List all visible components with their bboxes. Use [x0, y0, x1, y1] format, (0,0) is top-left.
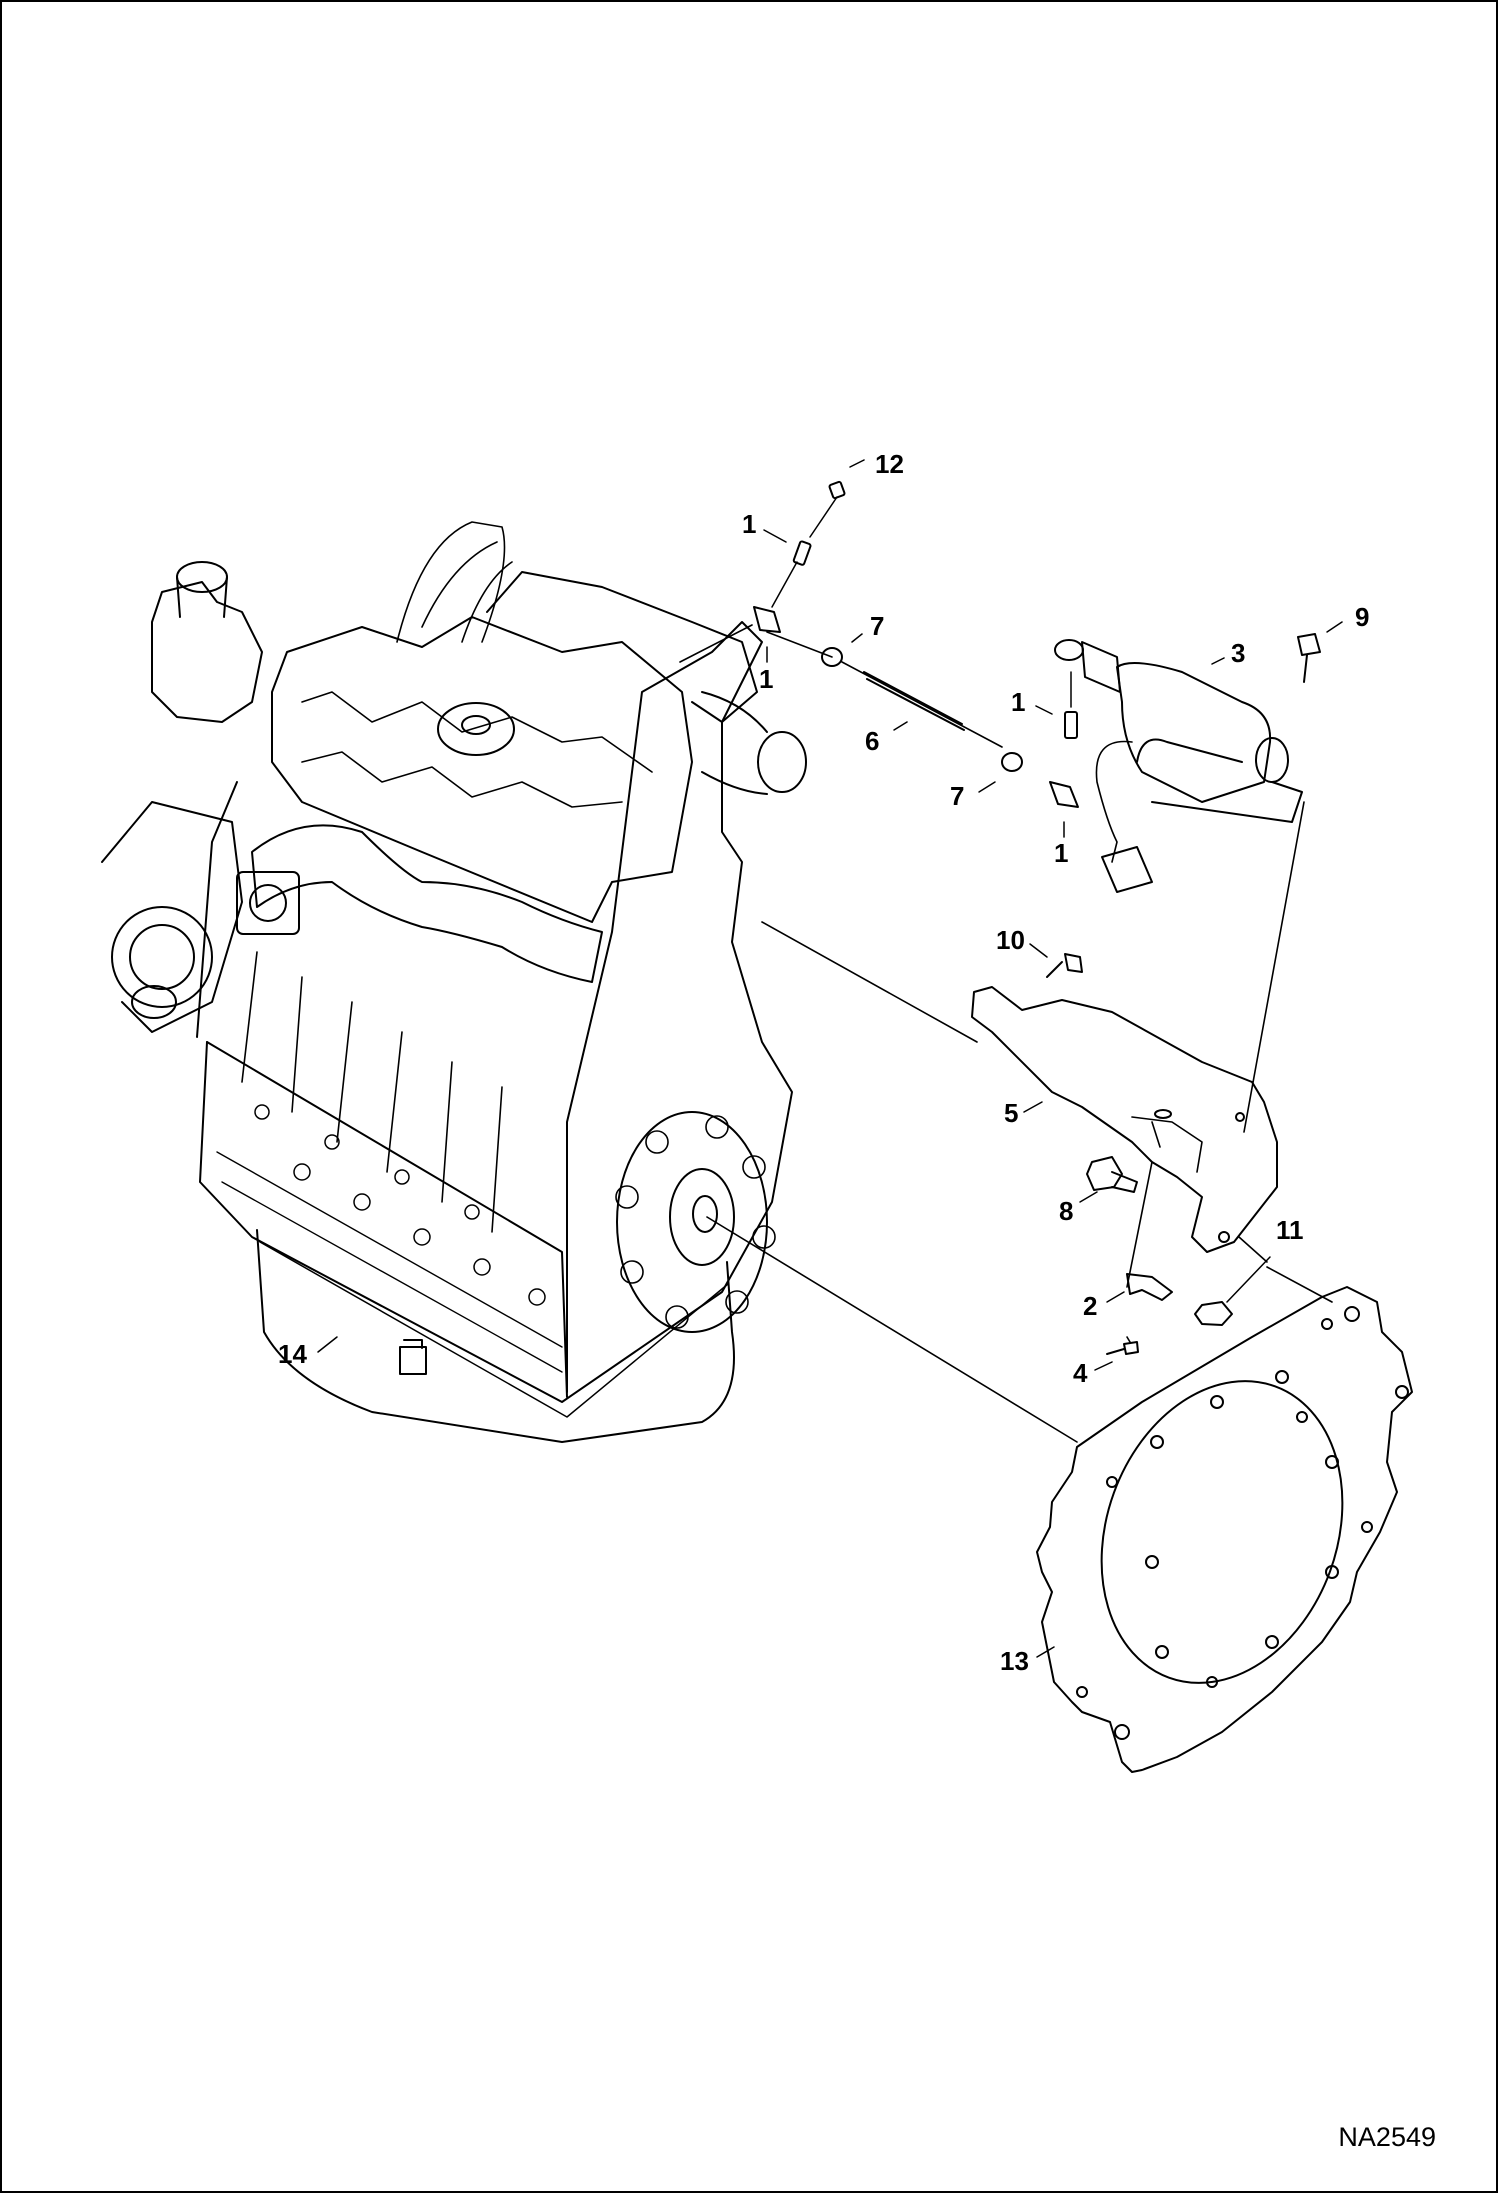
injection-pipes	[396, 521, 513, 643]
thermostat-housing	[151, 581, 263, 723]
part-11-nut	[1194, 1301, 1233, 1326]
thermostat-outlet	[176, 561, 228, 593]
water-inlet	[131, 985, 177, 1019]
callout-1b: 1	[759, 664, 773, 694]
oil-pan-flange	[259, 1241, 729, 1418]
part-5-bracket-hole-2	[1218, 1231, 1230, 1243]
assembly-lines	[679, 624, 1333, 1443]
engine-block-outline	[199, 621, 793, 1403]
block-lower-rail	[216, 1151, 563, 1373]
figure-code: NA2549	[1338, 2122, 1436, 2152]
oil-filler-cap-center	[461, 715, 491, 735]
water-pump-body	[101, 801, 243, 1033]
exhaust-flange	[236, 871, 300, 935]
part-1-upper	[792, 540, 812, 566]
callout-ticks	[317, 459, 1343, 1658]
callout-12: 12	[875, 449, 904, 479]
engine-assembly	[101, 521, 807, 1443]
callout-6: 6	[865, 726, 879, 756]
callout-7b: 7	[950, 781, 964, 811]
callout-1c: 1	[1011, 687, 1025, 717]
part-1-upper-leader	[771, 561, 798, 608]
valve-cover-ridge	[301, 691, 653, 773]
callout-7a: 7	[870, 611, 884, 641]
crankshaft-flange	[616, 1111, 768, 1333]
part-11-leader	[1226, 1256, 1271, 1303]
block-ribs	[241, 951, 503, 1233]
callout-9: 9	[1355, 602, 1369, 632]
callout-5: 5	[1004, 1098, 1018, 1128]
intake-manifold	[486, 571, 758, 723]
exhaust-flange-port	[249, 884, 287, 922]
part-1-upper-fitting	[753, 606, 781, 633]
crankshaft-bore	[692, 1195, 718, 1233]
callout-1a: 1	[742, 509, 756, 539]
part-13-plate	[1036, 1286, 1413, 1773]
callout-8: 8	[1059, 1196, 1073, 1226]
part-6-rod	[863, 671, 965, 731]
oil-pan-drain-plug	[399, 1339, 427, 1375]
part-5-bracket-hole	[1235, 1112, 1245, 1122]
block-bolts	[254, 1104, 546, 1306]
part-5-bracket-fold	[1131, 1116, 1203, 1173]
callout-3: 3	[1231, 638, 1245, 668]
intake-port	[757, 731, 807, 793]
callout-14: 14	[278, 1339, 307, 1369]
part-9-bolt	[1297, 633, 1321, 683]
callout-4: 4	[1073, 1358, 1088, 1388]
engine-block-top-edge	[196, 781, 238, 1038]
flange-bolts	[615, 1115, 776, 1329]
part-5-bracket	[971, 986, 1278, 1253]
oil-filler-cap	[437, 702, 515, 756]
part-3-solenoid	[1054, 639, 1303, 893]
callout-11: 11	[1276, 1215, 1304, 1245]
part-7-lower	[1001, 752, 1023, 772]
part-7-upper	[821, 647, 843, 667]
callout-1d: 1	[1054, 838, 1068, 868]
thermostat-neck	[176, 576, 228, 618]
part-12	[828, 480, 846, 500]
intake-pipe	[701, 691, 768, 795]
part-1-right-upper	[1064, 711, 1078, 739]
oil-pan	[256, 1229, 735, 1443]
engine-block-left-face	[206, 1041, 568, 1398]
part-4-screw	[1106, 1341, 1139, 1355]
water-pump-pulley-inner	[129, 924, 195, 990]
valve-cover-ridge-2	[301, 751, 623, 808]
part-5-bracket-slot	[1154, 1109, 1172, 1119]
valve-cover	[271, 616, 693, 923]
part-10-bolt	[1046, 953, 1083, 978]
part-12-leader	[809, 496, 838, 538]
exhaust-manifold	[251, 824, 603, 983]
crankshaft-hub	[669, 1168, 735, 1266]
callout-10: 10	[996, 925, 1025, 955]
part-2-clip	[1126, 1273, 1173, 1301]
part-1-right-lower	[1049, 781, 1079, 808]
callout-2: 2	[1083, 1291, 1097, 1321]
part-8-bolt	[1086, 1156, 1138, 1193]
water-pump-pulley	[111, 906, 213, 1008]
callout-13: 13	[1000, 1646, 1029, 1676]
